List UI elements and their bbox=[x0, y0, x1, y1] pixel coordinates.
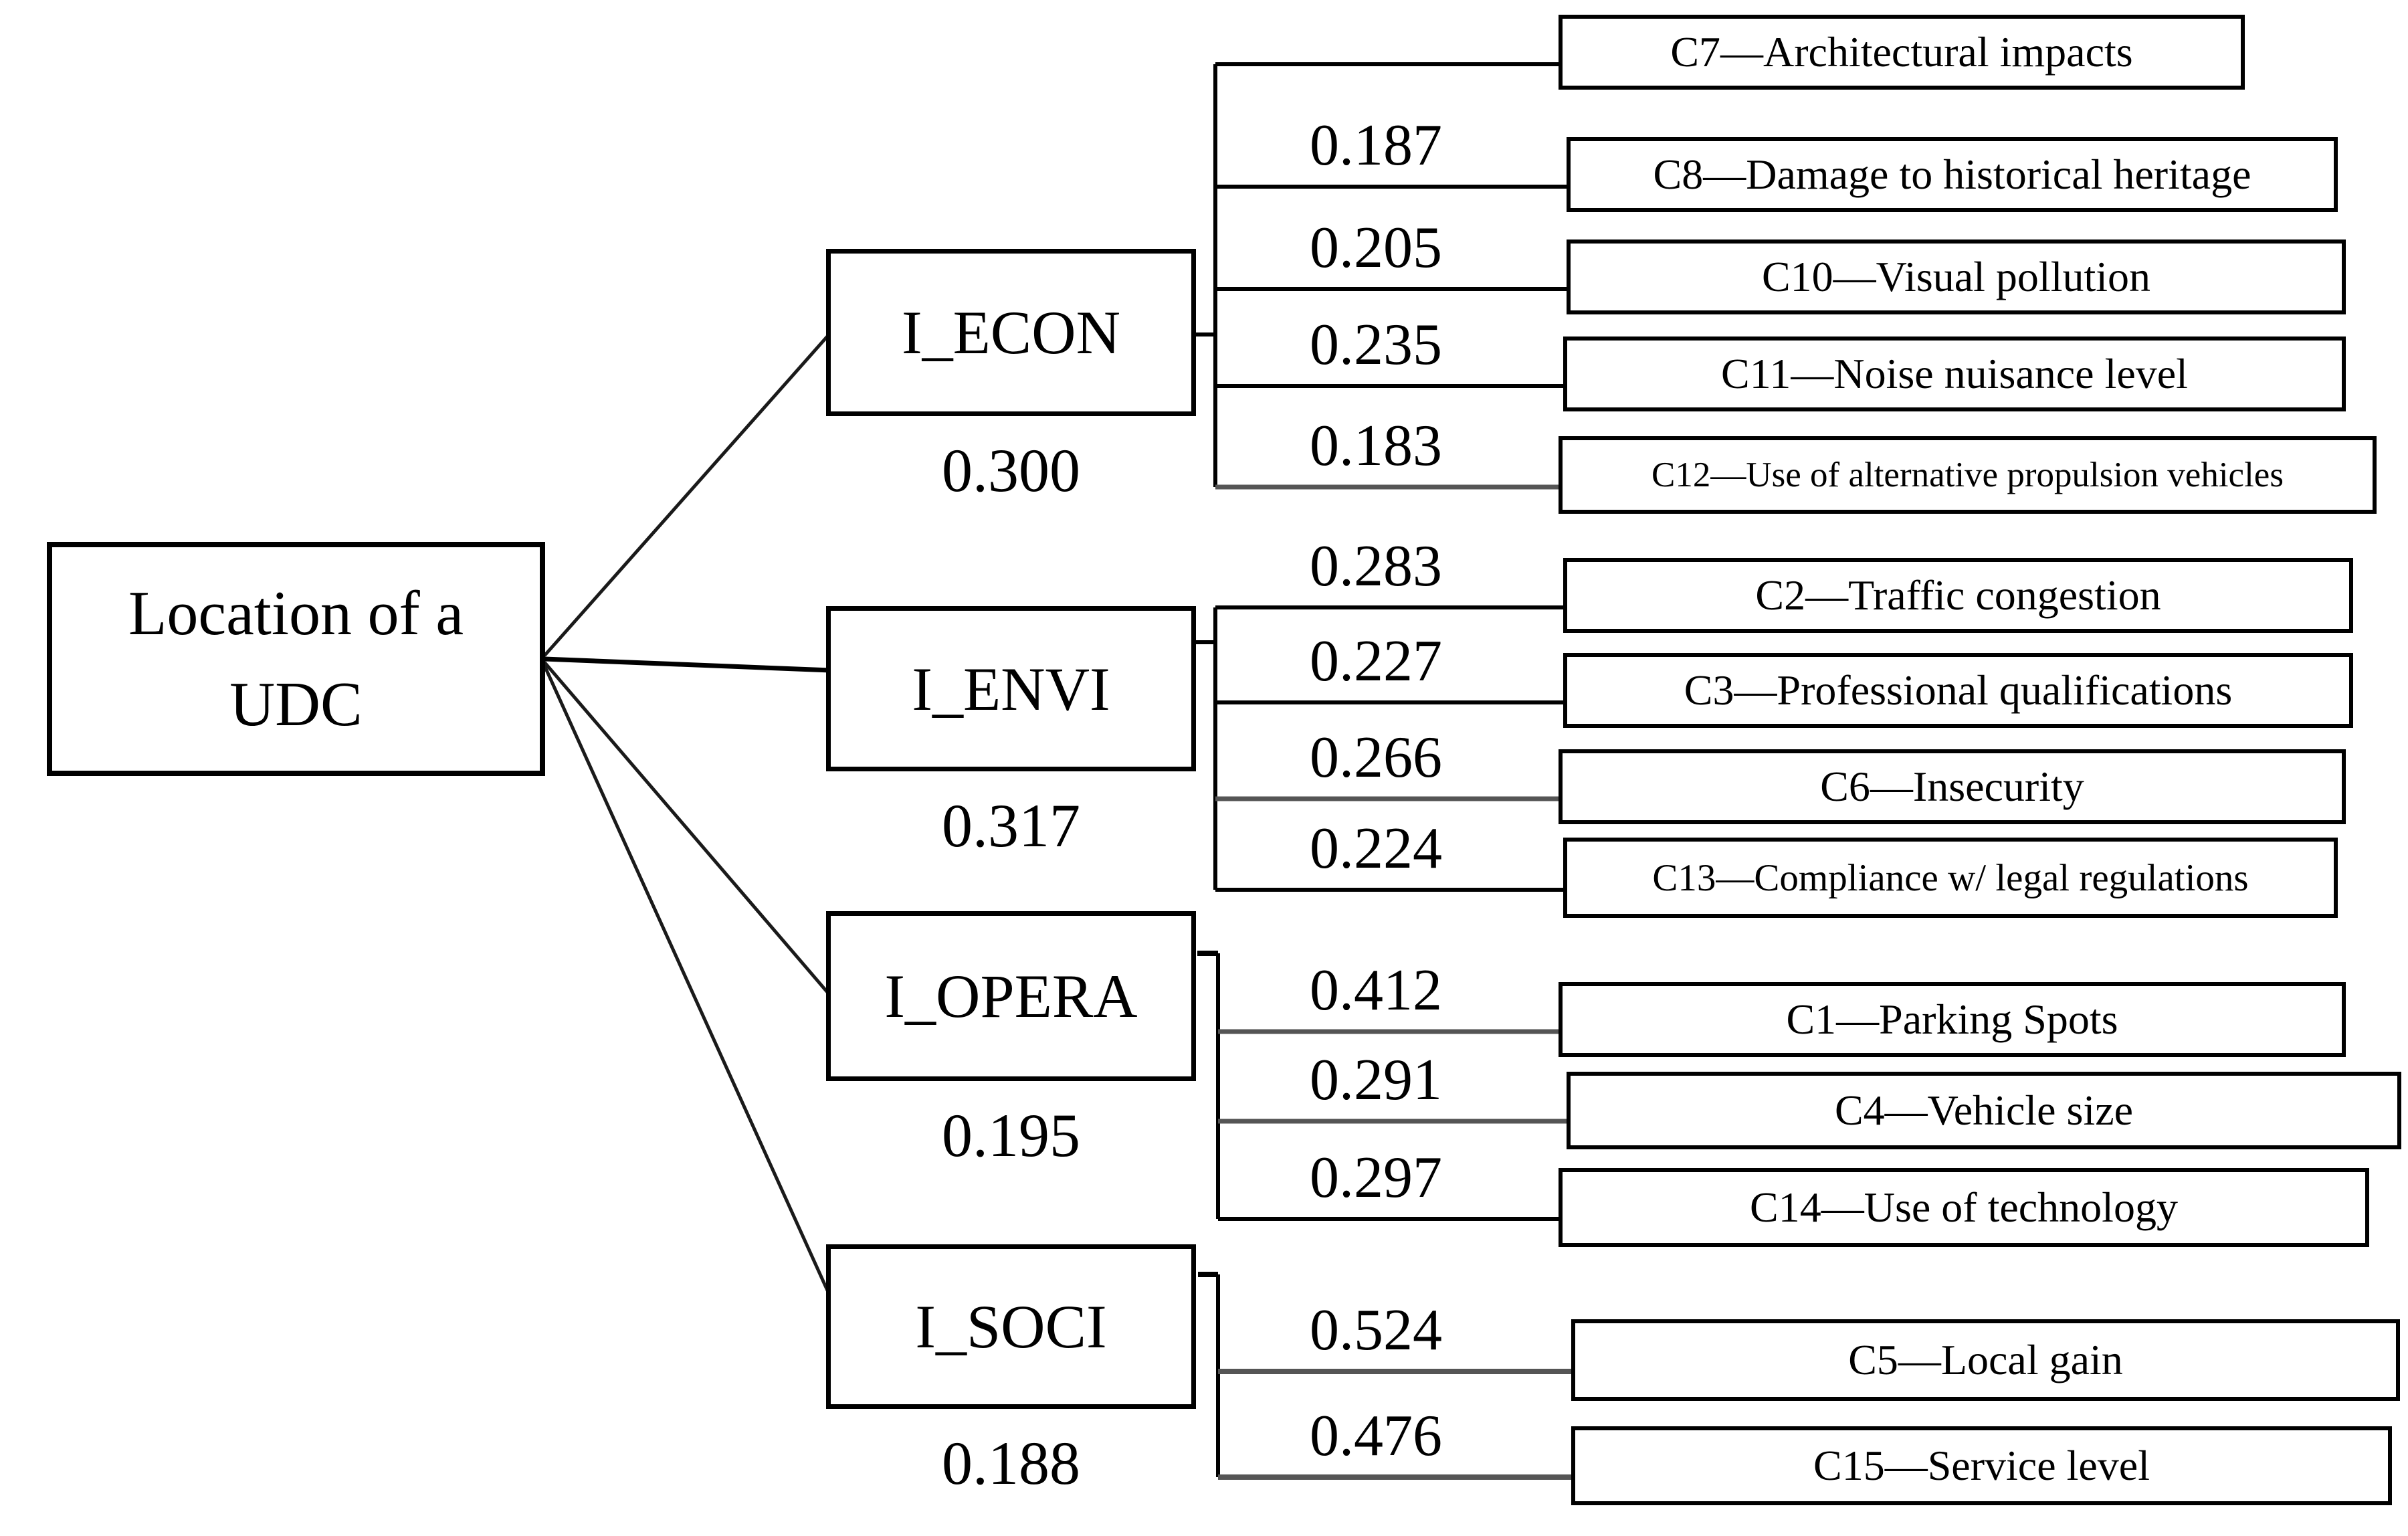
criterion-c10: C10—Visual pollution bbox=[1567, 239, 2346, 314]
group-label-opera: I_OPERA bbox=[884, 962, 1138, 1030]
root-node-label: Location of a UDC bbox=[128, 568, 464, 751]
criterion-c14: C14—Use of technology bbox=[1559, 1168, 2369, 1247]
criterion-c8: C8—Damage to historical heritage bbox=[1567, 137, 2338, 212]
root-label-line1: Location of a bbox=[128, 578, 464, 648]
group-weight-envi: 0.317 bbox=[942, 791, 1080, 860]
criterion-c3: C3—Professional qualifications bbox=[1563, 653, 2353, 728]
branch-weight-c11: 0.235 bbox=[1310, 312, 1442, 377]
criterion-c13: C13—Compliance w/ legal regulations bbox=[1563, 838, 2338, 918]
criterion-c11: C11—Noise nuisance level bbox=[1563, 337, 2346, 411]
branch-weight-c13: 0.224 bbox=[1310, 816, 1442, 881]
group-node-opera: I_OPERA bbox=[826, 911, 1196, 1081]
root-label-line2: UDC bbox=[229, 670, 363, 739]
criterion-c6: C6—Insecurity bbox=[1559, 749, 2346, 824]
branch-weight-c15: 0.476 bbox=[1310, 1404, 1442, 1468]
edge-root-soci bbox=[542, 664, 833, 1299]
group-weight-soci: 0.188 bbox=[942, 1429, 1080, 1497]
group-node-envi: I_ENVI bbox=[826, 606, 1196, 771]
criterion-c2: C2—Traffic congestion bbox=[1563, 558, 2353, 633]
branch-weight-c6: 0.266 bbox=[1310, 725, 1442, 790]
branch-weight-c8: 0.187 bbox=[1310, 113, 1442, 178]
criterion-c4: C4—Vehicle size bbox=[1567, 1072, 2401, 1149]
group-weight-econ: 0.300 bbox=[942, 436, 1080, 504]
branch-weight-c14: 0.297 bbox=[1310, 1145, 1442, 1210]
group-label-soci: I_SOCI bbox=[915, 1292, 1107, 1361]
criterion-c5: C5—Local gain bbox=[1571, 1319, 2400, 1401]
group-node-econ: I_ECON bbox=[826, 249, 1196, 416]
criterion-c1: C1—Parking Spots bbox=[1559, 982, 2346, 1057]
branch-weight-c5: 0.524 bbox=[1310, 1298, 1442, 1363]
criterion-c7: C7—Architectural impacts bbox=[1559, 15, 2245, 90]
criterion-c15: C15—Service level bbox=[1571, 1426, 2392, 1505]
branch-weight-c12: 0.183 bbox=[1310, 413, 1442, 478]
edge-root-opera bbox=[543, 661, 832, 997]
group-label-econ: I_ECON bbox=[901, 298, 1121, 367]
edge-root-econ bbox=[543, 331, 832, 657]
group-node-soci: I_SOCI bbox=[826, 1244, 1196, 1409]
root-node: Location of a UDC bbox=[47, 542, 545, 776]
branch-weight-c1: 0.412 bbox=[1310, 958, 1442, 1023]
edge-root-envi bbox=[544, 656, 831, 673]
branch-weight-c2: 0.283 bbox=[1310, 534, 1442, 599]
branch-weight-c10: 0.205 bbox=[1310, 215, 1442, 280]
group-label-envi: I_ENVI bbox=[912, 654, 1110, 723]
group-weight-opera: 0.195 bbox=[942, 1101, 1080, 1169]
branch-weight-c4: 0.291 bbox=[1310, 1048, 1442, 1113]
branch-weight-c3: 0.227 bbox=[1310, 629, 1442, 694]
criterion-c12: C12—Use of alternative propulsion vehicl… bbox=[1559, 436, 2377, 514]
